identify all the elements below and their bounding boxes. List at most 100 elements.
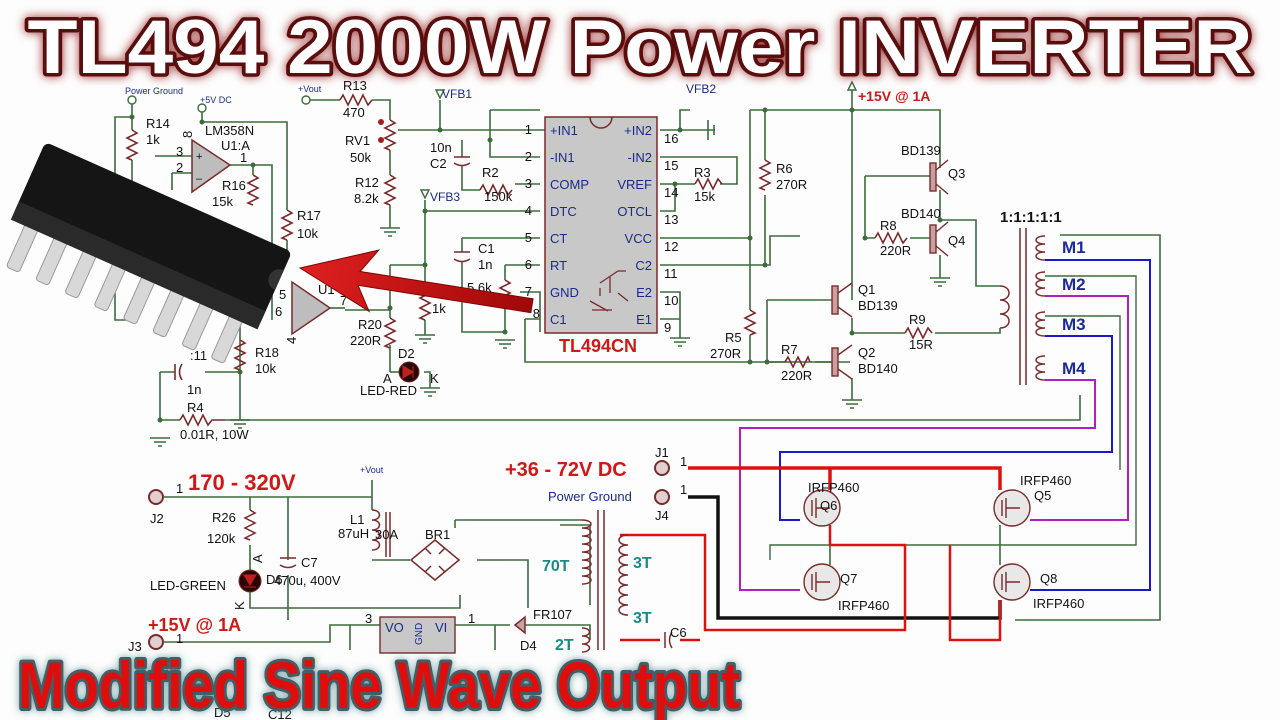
svg-text:RV1: RV1 bbox=[345, 133, 370, 148]
svg-text:3: 3 bbox=[525, 176, 532, 191]
svg-text:+: + bbox=[196, 151, 202, 163]
resistor-r14 bbox=[125, 129, 139, 161]
capacitor-c2 bbox=[453, 156, 471, 167]
net-labels: Power Ground +5V DC +Vout VFB1 VFB2 VFB3… bbox=[125, 82, 930, 635]
svg-text:470: 470 bbox=[343, 105, 365, 120]
svg-text:J1: J1 bbox=[655, 445, 669, 460]
svg-text:A: A bbox=[250, 554, 265, 563]
svg-text:BD140: BD140 bbox=[901, 206, 941, 221]
gate-drive-wires bbox=[739, 259, 1151, 591]
svg-text:13: 13 bbox=[664, 212, 678, 227]
svg-text:8: 8 bbox=[180, 131, 195, 138]
ground-symbols bbox=[150, 120, 950, 447]
capacitor-c11 bbox=[174, 363, 183, 381]
resistor-r12 bbox=[383, 174, 397, 206]
svg-text:R12: R12 bbox=[355, 175, 379, 190]
svg-text:5: 5 bbox=[525, 230, 532, 245]
svg-text:VCC: VCC bbox=[625, 231, 652, 246]
svg-text:0.01R, 10W: 0.01R, 10W bbox=[180, 427, 249, 442]
svg-text:-IN2: -IN2 bbox=[627, 150, 652, 165]
svg-text:GND: GND bbox=[550, 285, 579, 300]
svg-text:15R: 15R bbox=[909, 337, 933, 352]
svg-text:Power Ground: Power Ground bbox=[548, 489, 632, 504]
svg-text:VO: VO bbox=[385, 620, 404, 635]
svg-text:170 - 320V: 170 - 320V bbox=[188, 470, 296, 495]
svg-text:Q5: Q5 bbox=[1034, 488, 1051, 503]
svg-text:1: 1 bbox=[240, 150, 247, 165]
pointer-arrow bbox=[298, 249, 534, 314]
svg-text:3T: 3T bbox=[633, 610, 652, 627]
svg-text:R2: R2 bbox=[482, 165, 499, 180]
resistor-r6 bbox=[758, 159, 772, 191]
svg-text:+IN2: +IN2 bbox=[624, 123, 652, 138]
svg-text:+36 - 72V DC: +36 - 72V DC bbox=[505, 459, 627, 481]
resistor-r7 bbox=[784, 355, 811, 369]
svg-text:–: – bbox=[196, 173, 203, 185]
svg-text:10: 10 bbox=[664, 293, 678, 308]
svg-text:1: 1 bbox=[680, 482, 687, 497]
svg-text:+IN1: +IN1 bbox=[550, 123, 578, 138]
wires-top bbox=[114, 90, 1161, 621]
svg-text:8: 8 bbox=[533, 306, 540, 321]
resistor-r13 bbox=[339, 93, 373, 107]
svg-text:4: 4 bbox=[284, 337, 299, 344]
svg-text:R6: R6 bbox=[776, 161, 793, 176]
svg-text:220R: 220R bbox=[880, 243, 911, 258]
bridge-rectifier-br1 bbox=[409, 539, 461, 581]
svg-text:1: 1 bbox=[176, 481, 183, 496]
connector-j2 bbox=[148, 489, 164, 505]
resistor-r9 bbox=[904, 326, 933, 340]
svg-text:470u, 400V: 470u, 400V bbox=[274, 573, 341, 588]
svg-text:5: 5 bbox=[279, 287, 286, 302]
svg-text:2: 2 bbox=[176, 160, 183, 175]
ic-part-number: TL494CN bbox=[559, 336, 637, 356]
svg-text:R16: R16 bbox=[222, 178, 246, 193]
svg-text:C12: C12 bbox=[268, 707, 292, 720]
dip-chip-image bbox=[6, 143, 291, 364]
resistor-r5 bbox=[743, 309, 757, 336]
svg-text:3: 3 bbox=[176, 144, 183, 159]
svg-text:15k: 15k bbox=[212, 194, 233, 209]
resistor-r2 bbox=[479, 183, 513, 197]
svg-text:3T: 3T bbox=[633, 555, 652, 572]
svg-text:D2: D2 bbox=[398, 346, 415, 361]
svg-text:-IN1: -IN1 bbox=[550, 150, 575, 165]
capacitor-c7 bbox=[279, 557, 297, 569]
connector-j1 bbox=[654, 460, 670, 476]
diode-d4 bbox=[513, 615, 526, 635]
capacitor-c6 bbox=[664, 631, 673, 649]
svg-text:C7: C7 bbox=[301, 555, 318, 570]
opamp-u1a: + – bbox=[191, 138, 232, 194]
svg-text:10k: 10k bbox=[297, 226, 318, 241]
svg-text:VFB1: VFB1 bbox=[442, 87, 472, 101]
main-transformer-primary bbox=[581, 519, 592, 585]
svg-text::11: :11 bbox=[190, 348, 207, 363]
svg-text:C2: C2 bbox=[430, 156, 447, 171]
connector-j3 bbox=[148, 634, 164, 650]
svg-text:15k: 15k bbox=[694, 189, 715, 204]
svg-text:LM358N: LM358N bbox=[205, 123, 254, 138]
svg-text:2: 2 bbox=[525, 149, 532, 164]
svg-text:DTC: DTC bbox=[550, 204, 577, 219]
svg-text:Power Ground: Power Ground bbox=[125, 86, 183, 96]
svg-text:1: 1 bbox=[680, 454, 687, 469]
resistor-r8 bbox=[874, 231, 908, 245]
led-green-d6 bbox=[238, 569, 262, 593]
svg-text:J3: J3 bbox=[128, 639, 142, 654]
svg-text:J2: J2 bbox=[150, 511, 164, 526]
main-transformer-core bbox=[597, 510, 605, 650]
svg-text:BD139: BD139 bbox=[858, 298, 898, 313]
svg-text:R4: R4 bbox=[187, 400, 204, 415]
svg-text:M1: M1 bbox=[1062, 238, 1086, 257]
svg-text:30A: 30A bbox=[375, 527, 398, 542]
svg-text:1n: 1n bbox=[187, 382, 201, 397]
svg-text:LED-RED: LED-RED bbox=[360, 383, 417, 398]
svg-text:IRFP460: IRFP460 bbox=[1033, 596, 1084, 611]
connector-j4 bbox=[654, 489, 670, 505]
mosfets bbox=[803, 489, 1031, 601]
svg-text:1k: 1k bbox=[432, 301, 446, 316]
wire-r9 bbox=[990, 328, 1001, 334]
svg-text:Q7: Q7 bbox=[840, 571, 857, 586]
